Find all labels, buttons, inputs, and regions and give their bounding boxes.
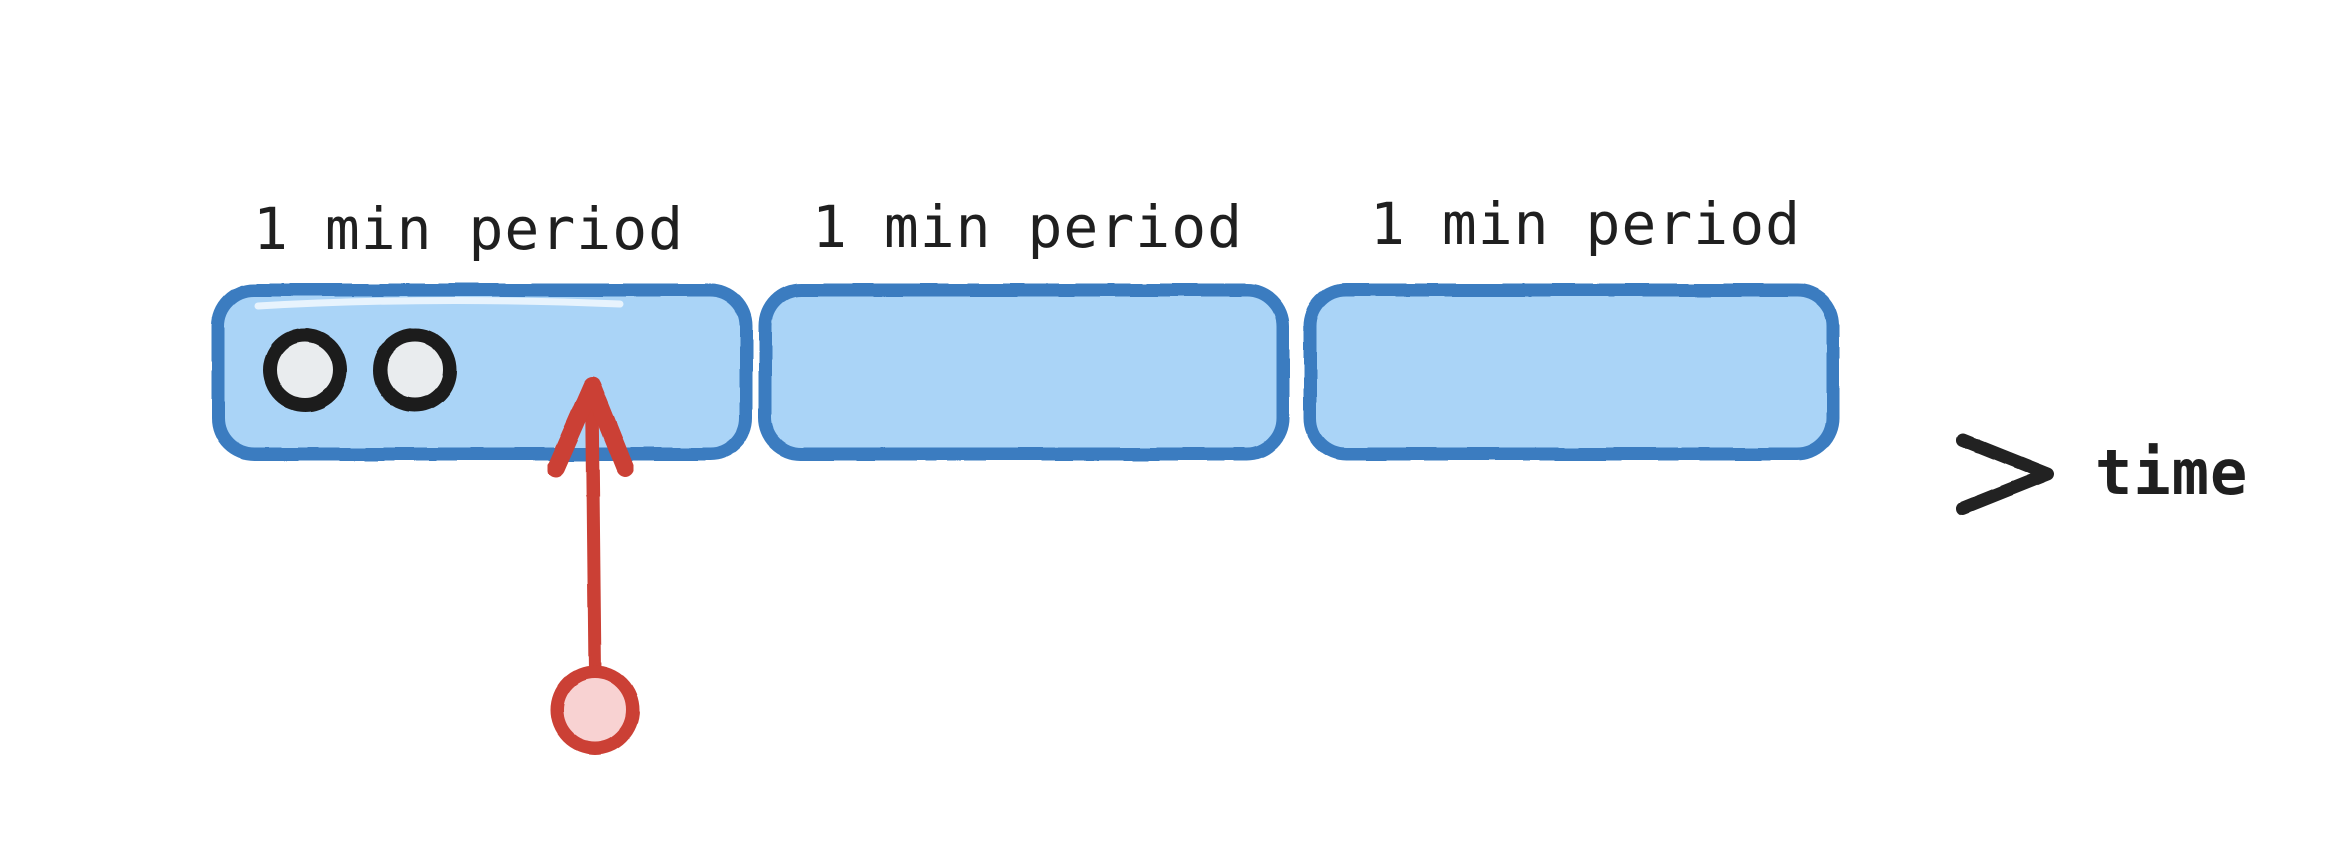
marker-circle[interactable] <box>550 665 640 755</box>
time-axis-label: time <box>2095 436 2249 509</box>
time-axis-arrowhead <box>1956 433 2055 515</box>
period-label-2: 1 min period <box>812 193 1244 261</box>
event-circle-1[interactable] <box>263 328 347 412</box>
period-label-3: 1 min period <box>1370 190 1802 258</box>
period-box-2[interactable] <box>758 283 1290 461</box>
period-box-1[interactable] <box>211 283 753 461</box>
marker-arrow[interactable] <box>547 377 634 679</box>
period-box-3[interactable] <box>1303 283 1840 461</box>
period-label-1: 1 min period <box>253 195 685 263</box>
event-circle-2[interactable] <box>373 328 457 412</box>
box-highlight <box>254 296 624 310</box>
